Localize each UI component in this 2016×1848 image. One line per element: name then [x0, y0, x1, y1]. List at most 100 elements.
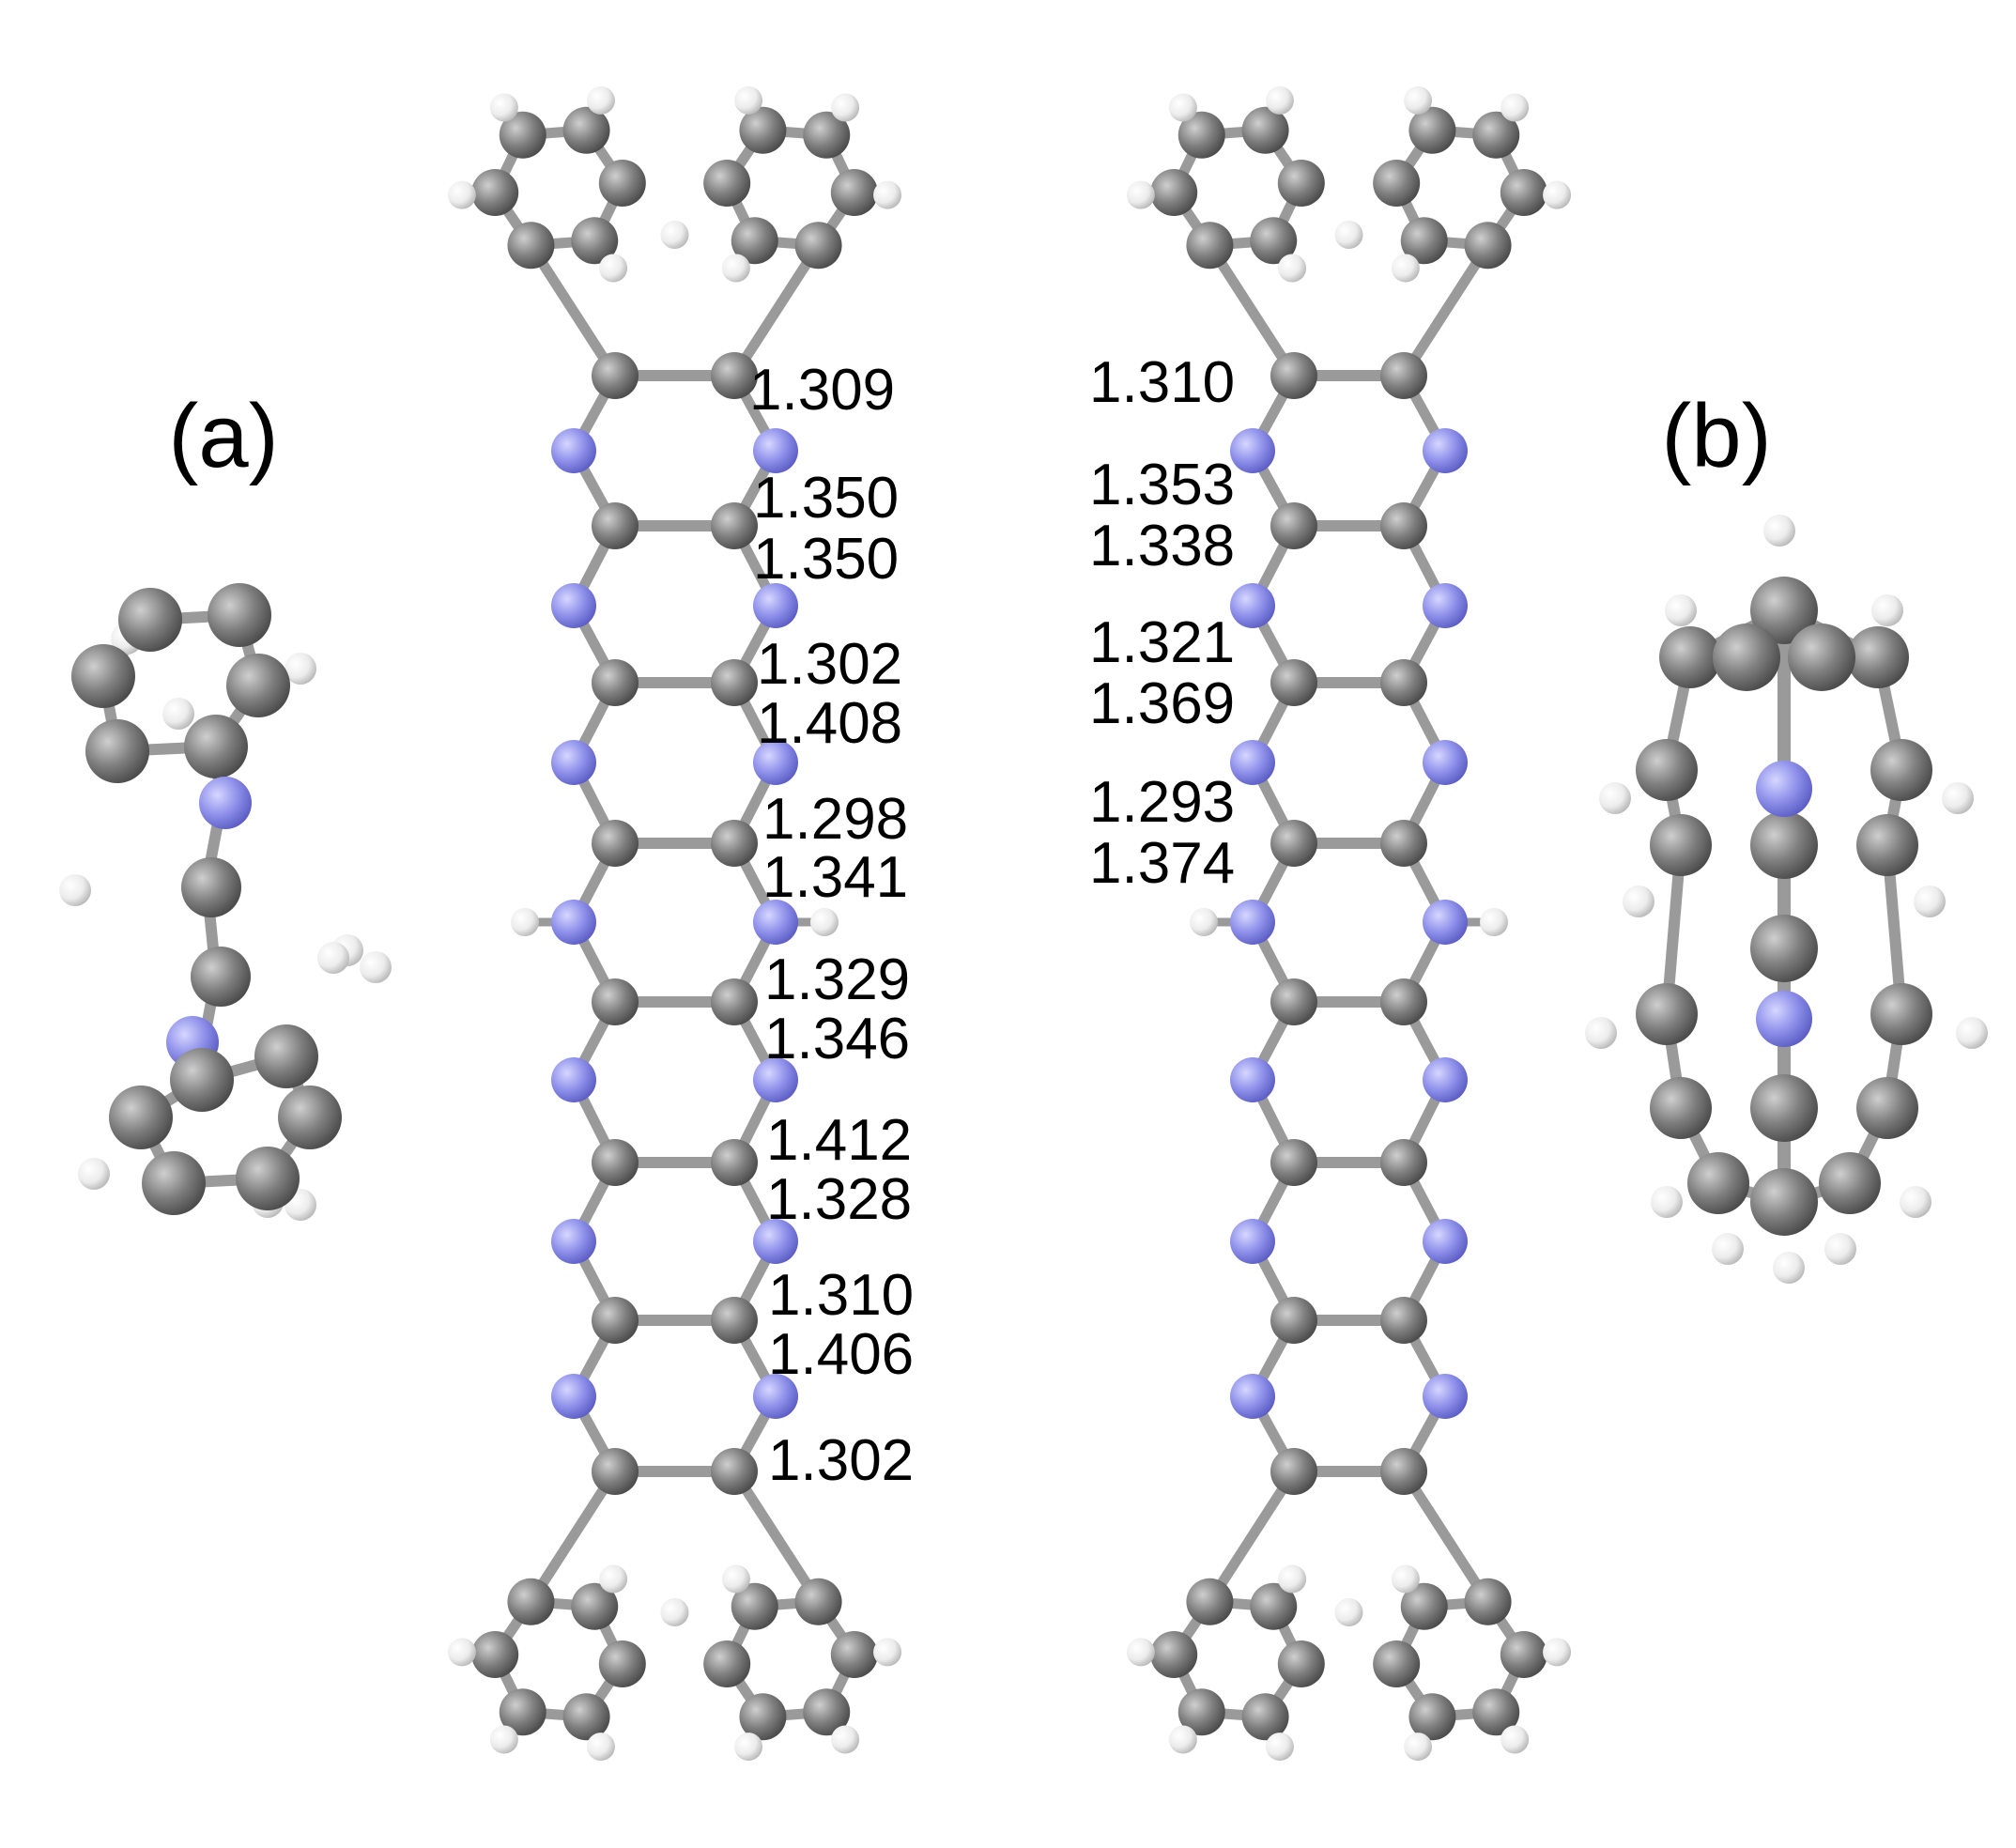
- nitrogen-atom: [1230, 740, 1275, 785]
- hydrogen-atom: [721, 1564, 750, 1594]
- carbon-atom: [1380, 1297, 1427, 1344]
- carbon-atom: [1241, 106, 1289, 154]
- carbon-atom: [1270, 820, 1317, 867]
- nitrogen-atom: [1423, 740, 1468, 785]
- carbon-atom: [226, 654, 290, 717]
- carbon-atom: [499, 111, 546, 159]
- hydrogen-atom: [1391, 254, 1420, 283]
- carbon-atom: [1400, 217, 1448, 265]
- panel-label-a: (a): [168, 386, 278, 486]
- carbon-atom: [711, 1297, 758, 1344]
- carbon-atom: [109, 1086, 173, 1149]
- carbon-atom: [1380, 502, 1427, 549]
- bond-length-label: 1.321: [1089, 610, 1235, 675]
- nitrogen-atom: [1756, 761, 1812, 817]
- bond: [729, 239, 824, 381]
- carbon-atom: [571, 1582, 619, 1630]
- hydrogen-atom: [1900, 1186, 1931, 1218]
- bond: [1398, 239, 1494, 381]
- molecular-chain-a: [447, 85, 902, 1762]
- carbon-atom: [1819, 1152, 1881, 1214]
- bond-length-label: 1.302: [757, 632, 902, 697]
- carbon-atom: [592, 978, 639, 1025]
- hydrogen-atom: [511, 908, 539, 936]
- hydrogen-atom: [660, 221, 689, 249]
- carbon-atom: [1687, 1152, 1749, 1214]
- carbon-atom: [278, 1086, 342, 1149]
- carbon-atom: [794, 1578, 842, 1625]
- carbon-atom: [1270, 659, 1317, 706]
- carbon-atom: [191, 947, 251, 1007]
- carbon-atom: [711, 1448, 758, 1495]
- nitrogen-atom: [551, 740, 596, 785]
- hydrogen-atom: [360, 951, 392, 983]
- carbon-atom: [1241, 1693, 1289, 1741]
- hydrogen-atom: [734, 85, 763, 115]
- carbon-atom: [562, 106, 610, 154]
- carbon-atom: [803, 1688, 851, 1736]
- carbon-atom: [1750, 1074, 1818, 1142]
- hydrogen-atom: [831, 1725, 860, 1754]
- nitrogen-atom: [1230, 1219, 1275, 1264]
- nitrogen-atom: [753, 428, 798, 473]
- carbon-atom: [507, 1578, 555, 1625]
- hydrogen-atom: [1265, 85, 1294, 115]
- bond: [525, 239, 621, 381]
- carbon-atom: [1856, 1077, 1918, 1139]
- hydrogen-atom: [1871, 594, 1903, 626]
- panel-label-b: (b): [1661, 386, 1771, 486]
- nitrogen-atom: [1230, 428, 1275, 473]
- hydrogen-atom: [1712, 1233, 1744, 1265]
- bond-length-label: 1.369: [1089, 671, 1235, 736]
- hydrogen-atom: [447, 180, 476, 209]
- nitrogen-atom: [1423, 900, 1468, 945]
- carbon-atom: [731, 217, 778, 265]
- hydrogen-atom: [1480, 908, 1508, 936]
- carbon-atom: [471, 169, 519, 217]
- carbon-atom: [142, 1151, 206, 1215]
- side-view-molecule-a: [59, 583, 392, 1221]
- hydrogen-atom: [660, 1598, 689, 1626]
- hydrogen-atom: [599, 254, 628, 283]
- bond-length-label: 1.338: [1089, 514, 1235, 578]
- hydrogen-atom: [586, 1732, 615, 1762]
- bond-length-label: 1.293: [1089, 770, 1235, 835]
- hydrogen-atom: [1278, 1564, 1307, 1594]
- nitrogen-atom: [551, 900, 596, 945]
- hydrogen-atom: [1404, 85, 1433, 115]
- carbon-atom: [830, 1630, 878, 1678]
- hydrogen-atom: [734, 1732, 763, 1762]
- hydrogen-atom: [1665, 594, 1697, 626]
- atoms: [447, 85, 902, 1762]
- hydrogen-atom: [1404, 1732, 1433, 1762]
- carbon-atom: [711, 659, 758, 706]
- nitrogen-atom: [199, 777, 252, 829]
- carbon-atom: [1650, 1077, 1712, 1139]
- hydrogen-atom: [162, 698, 194, 730]
- carbon-atom: [1186, 1578, 1234, 1625]
- hydrogen-atom: [599, 1564, 628, 1594]
- bond-length-label: 1.406: [768, 1322, 914, 1387]
- carbon-atom: [1277, 1640, 1325, 1688]
- carbon-atom: [1150, 1630, 1198, 1678]
- hydrogen-atom: [586, 85, 615, 115]
- bond-length-label: 1.350: [753, 527, 899, 592]
- hydrogen-atom: [1914, 886, 1946, 917]
- hydrogen-atom: [59, 874, 91, 906]
- carbon-atom: [1870, 983, 1932, 1045]
- carbon-atom: [1270, 1139, 1317, 1186]
- nitrogen-atom: [1756, 991, 1812, 1047]
- carbon-atom: [592, 352, 639, 399]
- hydrogen-atom: [1168, 1725, 1197, 1754]
- carbon-atom: [1380, 352, 1427, 399]
- nitrogen-atom: [1423, 583, 1468, 628]
- bond: [729, 1466, 824, 1608]
- hydrogen-atom: [1190, 908, 1218, 936]
- carbon-atom: [592, 1448, 639, 1495]
- carbon-atom: [1177, 111, 1225, 159]
- hydrogen-atom: [1126, 1638, 1155, 1667]
- hydrogen-atom: [721, 254, 750, 283]
- hydrogen-atom: [1599, 782, 1631, 814]
- carbon-atom: [592, 1139, 639, 1186]
- carbon-atom: [208, 583, 271, 647]
